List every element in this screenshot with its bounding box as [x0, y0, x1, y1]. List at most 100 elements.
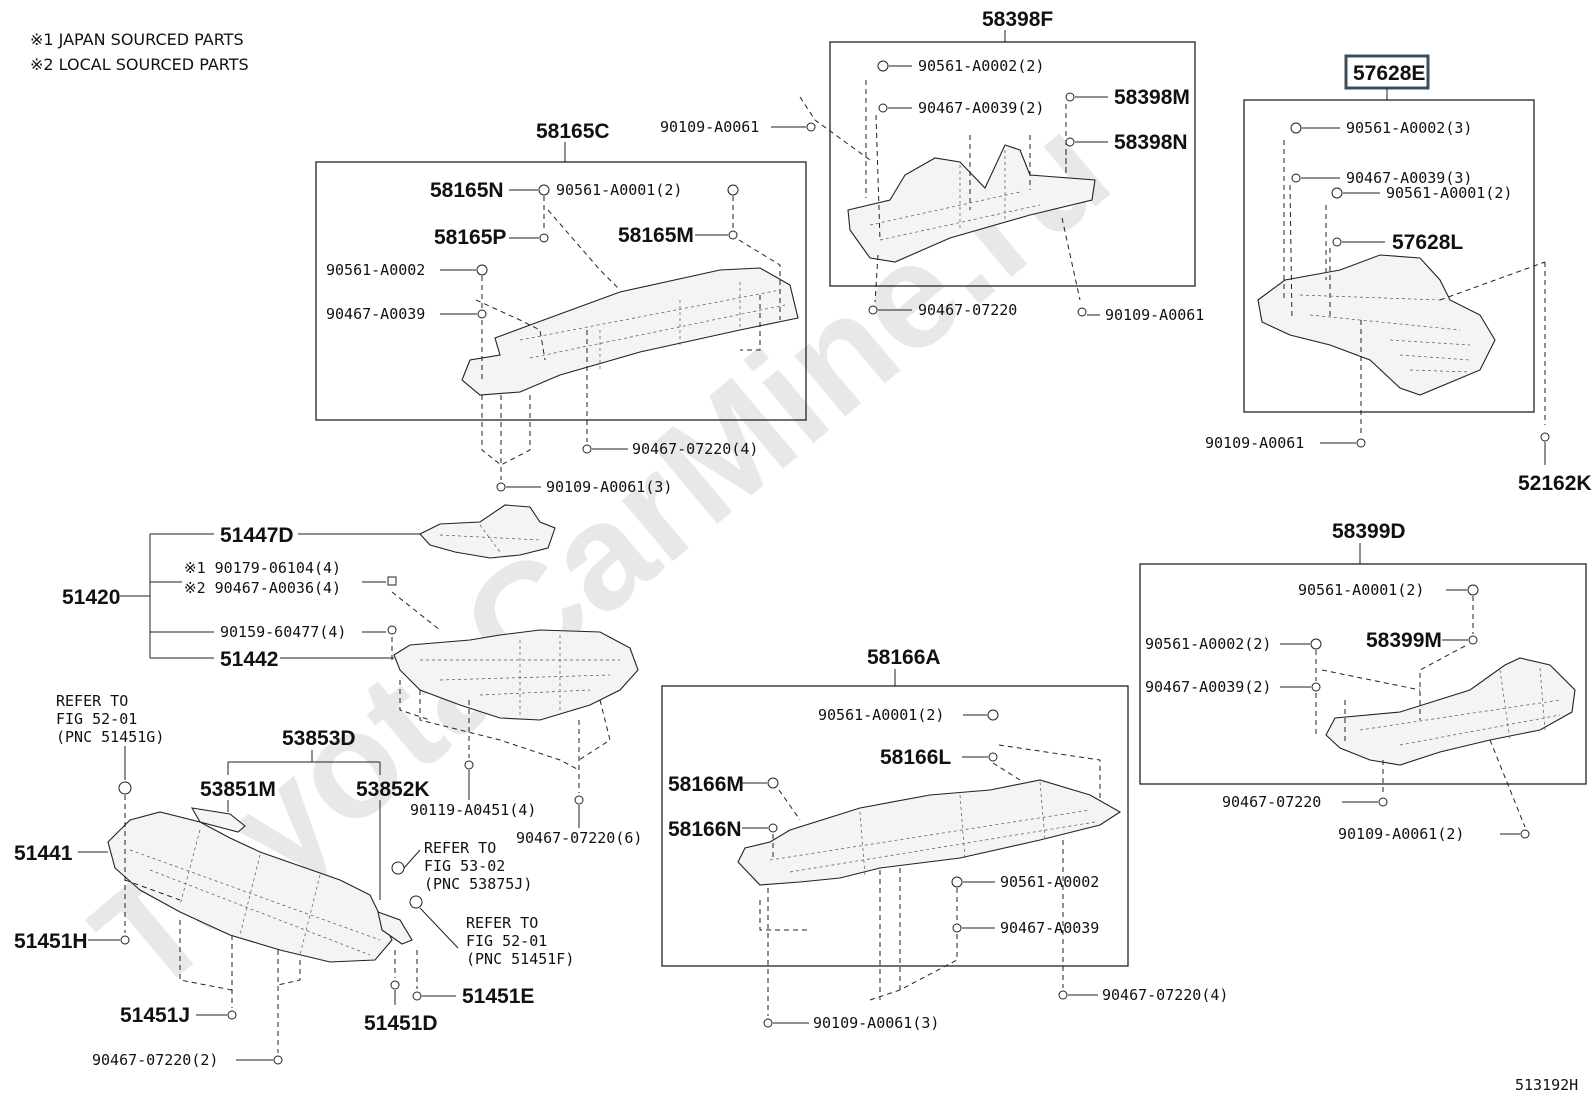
- part-label-90561-A0002[interactable]: 90561-A0002(2): [918, 57, 1044, 75]
- clip-icon: [1310, 638, 1322, 650]
- part-label-90467-07220[interactable]: 90467-07220(6): [516, 829, 642, 847]
- group-58398F: 58398F 90561-A0002(2) 90467-A0039(2) 583…: [660, 8, 1204, 324]
- screw-icon: [496, 482, 506, 492]
- note-japan-sourced: ※1 JAPAN SOURCED PARTS: [30, 30, 244, 49]
- part-label-90467-07220[interactable]: 90467-07220: [1222, 793, 1321, 811]
- part-label-90561-A0002[interactable]: 90561-A0002(3): [1346, 119, 1472, 137]
- undercover-58399D: [1325, 657, 1576, 766]
- clip-icon: [539, 233, 549, 243]
- screw-icon: [273, 1055, 283, 1065]
- screw-icon: [464, 760, 474, 770]
- part-label-90467-07220[interactable]: 90467-07220(2): [92, 1051, 218, 1069]
- undercover-57628E: [1257, 254, 1496, 396]
- part-label-58166L[interactable]: 58166L: [880, 746, 951, 769]
- part-label-90561-A0001[interactable]: 90561-A0001(2): [818, 706, 944, 724]
- bracket-53851M: [190, 807, 246, 833]
- undercover-51442: [393, 629, 639, 721]
- refer-to-label[interactable]: REFER TO: [466, 914, 538, 932]
- part-label-51451J[interactable]: 51451J: [120, 1004, 190, 1027]
- clip-icon: [987, 709, 999, 721]
- part-label-90467-A0039[interactable]: 90467-A0039(3): [1346, 169, 1472, 187]
- part-label-90467-A0036[interactable]: ※2 90467-A0036(4): [184, 579, 341, 597]
- screw-icon: [1540, 432, 1550, 442]
- part-label-58398F[interactable]: 58398F: [982, 8, 1053, 31]
- part-label-51451E[interactable]: 51451E: [462, 985, 534, 1008]
- part-label-53852K[interactable]: 53852K: [356, 778, 430, 801]
- refer-to-label[interactable]: REFER TO: [56, 692, 128, 710]
- refer-fig-label[interactable]: FIG 53-02: [424, 857, 505, 875]
- part-label-57628E[interactable]: 57628E: [1353, 62, 1425, 85]
- part-label-57628L[interactable]: 57628L: [1392, 231, 1463, 254]
- part-label-51447D[interactable]: 51447D: [220, 524, 294, 547]
- refer-to-label[interactable]: REFER TO: [424, 839, 496, 857]
- part-label-90159-60477[interactable]: 90159-60477(4): [220, 623, 346, 641]
- clip-icon: [391, 861, 405, 875]
- part-label-90109-A0061[interactable]: 90109-A0061: [1105, 306, 1204, 324]
- clip-icon: [878, 103, 888, 113]
- part-label-90561-A0002[interactable]: 90561-A0002: [326, 261, 425, 279]
- group-51441: REFER TO FIG 52-01 (PNC 51451G) 53853D 5…: [14, 692, 574, 1069]
- refer-pnc-label[interactable]: (PNC 51451G): [56, 728, 164, 746]
- part-label-90109-A0061[interactable]: 90109-A0061: [660, 118, 759, 136]
- part-label-90467-A0039[interactable]: 90467-A0039: [1000, 919, 1099, 937]
- screw-icon: [120, 935, 130, 945]
- part-label-90467-A0039[interactable]: 90467-A0039: [326, 305, 425, 323]
- part-label-58398M[interactable]: 58398M: [1114, 86, 1190, 109]
- part-label-58165P[interactable]: 58165P: [434, 226, 506, 249]
- clip-icon: [477, 309, 487, 319]
- part-label-58166N[interactable]: 58166N: [668, 818, 742, 841]
- part-label-90179-06104[interactable]: ※1 90179-06104(4): [184, 559, 341, 577]
- part-label-58165N[interactable]: 58165N: [430, 179, 504, 202]
- part-label-51451H[interactable]: 51451H: [14, 930, 88, 953]
- group-58166A: 58166A 90561-A0001(2) 58166L 58166M 5816…: [661, 646, 1228, 1032]
- group-51420: 51420 51447D ※1 90179-06104(4) ※2 90467-…: [62, 504, 642, 847]
- refer-fig-label[interactable]: FIG 52-01: [466, 932, 547, 950]
- clip-icon: [1467, 584, 1479, 596]
- clip-icon: [767, 777, 779, 789]
- part-label-90561-A0002[interactable]: 90561-A0002(2): [1145, 635, 1271, 653]
- part-label-51442[interactable]: 51442: [220, 648, 278, 671]
- screw-icon: [390, 980, 400, 990]
- part-label-90109-A0061[interactable]: 90109-A0061(3): [813, 1014, 939, 1032]
- part-label-51441[interactable]: 51441: [14, 842, 73, 865]
- nut-icon: [387, 576, 397, 586]
- part-label-51451D[interactable]: 51451D: [364, 1012, 438, 1035]
- part-label-90561-A0001[interactable]: 90561-A0001(2): [1386, 184, 1512, 202]
- clip-icon: [727, 184, 739, 196]
- part-label-58166A[interactable]: 58166A: [867, 646, 941, 669]
- part-label-90467-07220[interactable]: 90467-07220: [918, 301, 1017, 319]
- part-label-90467-07220[interactable]: 90467-07220(4): [1102, 986, 1228, 1004]
- part-label-90561-A0001[interactable]: 90561-A0001(2): [556, 181, 682, 199]
- part-label-58399M[interactable]: 58399M: [1366, 629, 1442, 652]
- clip-icon: [1468, 635, 1478, 645]
- part-label-90109-A0061[interactable]: 90109-A0061: [1205, 434, 1304, 452]
- part-label-90119-A0451[interactable]: 90119-A0451(4): [410, 801, 536, 819]
- part-label-58166M[interactable]: 58166M: [668, 773, 744, 796]
- part-label-58165M[interactable]: 58165M: [618, 224, 694, 247]
- clip-icon: [1065, 92, 1075, 102]
- screw-icon: [412, 991, 422, 1001]
- note-local-sourced: ※2 LOCAL SOURCED PARTS: [30, 55, 249, 74]
- refer-pnc-label[interactable]: (PNC 53875J): [424, 875, 532, 893]
- part-label-90467-A0039[interactable]: 90467-A0039(2): [1145, 678, 1271, 696]
- part-label-58165C[interactable]: 58165C: [536, 120, 610, 143]
- part-label-58398N[interactable]: 58398N: [1114, 131, 1188, 154]
- part-label-90561-A0002[interactable]: 90561-A0002: [1000, 873, 1099, 891]
- part-label-90561-A0001[interactable]: 90561-A0001(2): [1298, 581, 1424, 599]
- part-label-51420[interactable]: 51420: [62, 586, 120, 609]
- part-label-52162K[interactable]: 52162K: [1518, 472, 1592, 495]
- part-label-53853D[interactable]: 53853D: [282, 727, 356, 750]
- part-label-58399D[interactable]: 58399D: [1332, 520, 1406, 543]
- part-label-90467-07220[interactable]: 90467-07220(4): [632, 440, 758, 458]
- refer-pnc-label[interactable]: (PNC 51451F): [466, 950, 574, 968]
- screw-icon: [574, 795, 584, 805]
- part-label-90467-A0039[interactable]: 90467-A0039(2): [918, 99, 1044, 117]
- screw-icon: [582, 444, 592, 454]
- part-label-90109-A0061[interactable]: 90109-A0061(3): [546, 478, 672, 496]
- clip-icon: [988, 752, 998, 762]
- clip-icon: [1291, 173, 1301, 183]
- refer-fig-label[interactable]: FIG 52-01: [56, 710, 137, 728]
- part-label-53851M[interactable]: 53851M: [200, 778, 276, 801]
- part-label-90109-A0061[interactable]: 90109-A0061(2): [1338, 825, 1464, 843]
